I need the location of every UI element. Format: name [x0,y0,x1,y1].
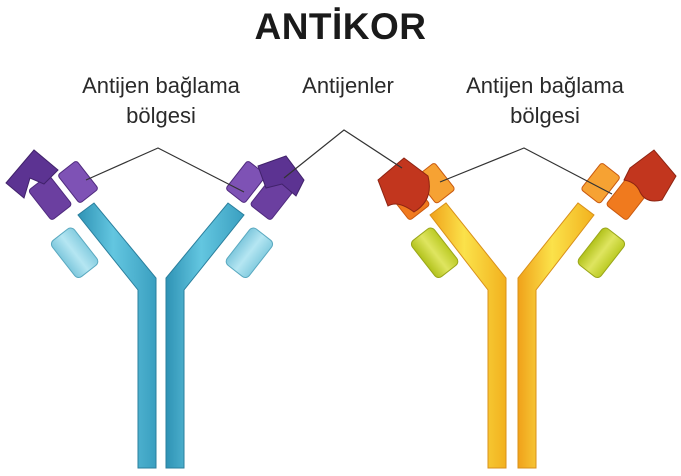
leader-lines [86,130,612,194]
blue-heavy-chain-left [78,203,156,468]
yellow-heavy-chain-right [518,203,594,468]
yellowgreen-light-chain-right [576,226,626,279]
leader-line-left [86,148,244,192]
antibody-blue [6,150,304,468]
leader-line-antigens [284,130,402,178]
antibody-yellow [378,150,676,468]
blue-heavy-chain-right [166,203,244,468]
blue-light-chain-right [224,226,274,279]
antigen-left [378,158,429,212]
blue-light-chain-left [49,226,99,279]
